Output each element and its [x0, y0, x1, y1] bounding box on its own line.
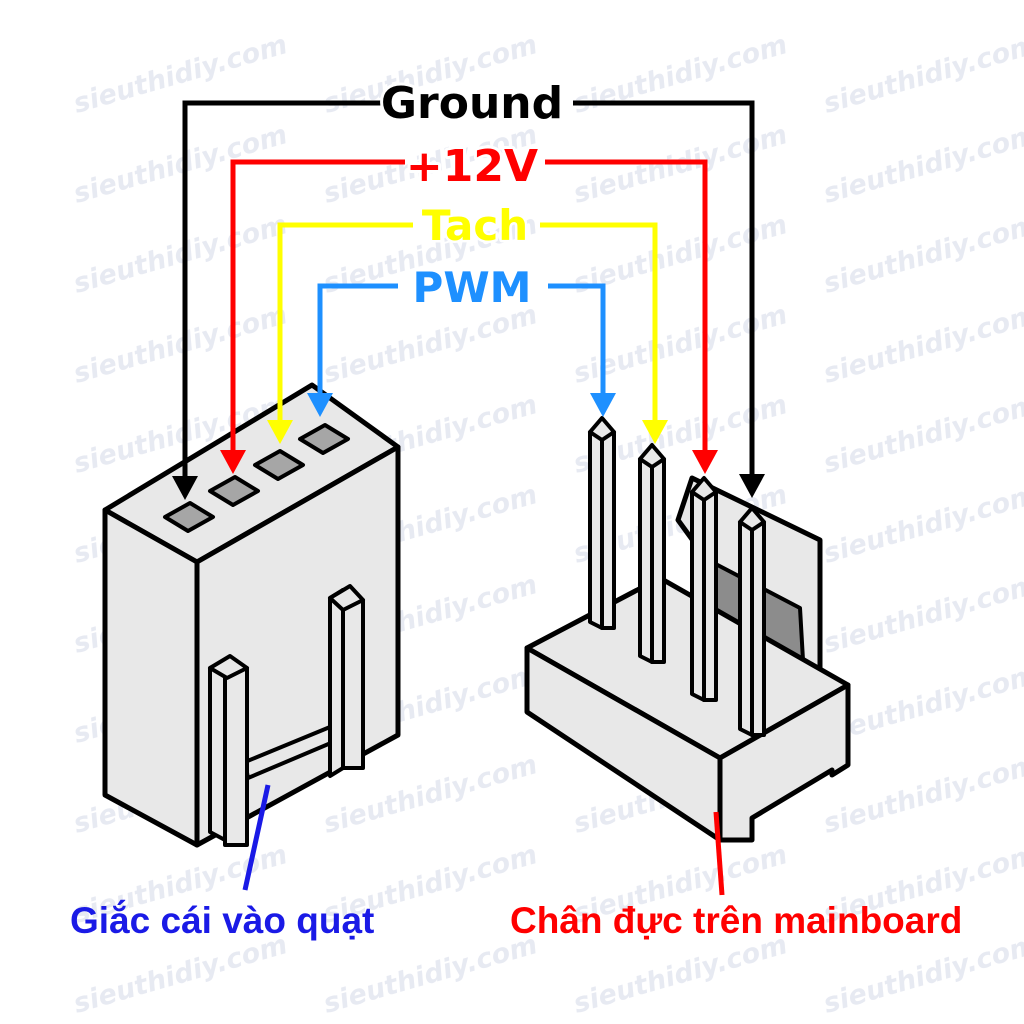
plus12v-arrow-female	[220, 450, 246, 474]
ground-arrow-header	[739, 474, 765, 498]
ground-arrow-female	[172, 476, 198, 500]
signal-label-12v: +12V	[406, 141, 538, 192]
female-latch-post-left-side	[208, 658, 227, 842]
female-pin-hole-2	[208, 475, 260, 507]
female-latch-post-left	[223, 658, 249, 847]
signal-label-pwm: PWM	[413, 263, 532, 312]
tach-arrow-female	[267, 420, 293, 444]
pwm-arrow-female	[307, 393, 333, 417]
header-pin-2	[638, 443, 666, 664]
tach-arrow-header	[642, 420, 668, 444]
caption-male-header: Chân đực trên mainboard	[510, 900, 962, 941]
male-callout-line	[713, 811, 725, 896]
female-latch-post-right-top	[328, 584, 365, 612]
female-pin-hole-1	[163, 501, 215, 533]
signal-label-tach: Tach	[422, 201, 528, 250]
male-header	[524, 416, 851, 843]
female-pin-hole-4	[298, 423, 350, 455]
ground-wire	[172, 100, 765, 500]
header-pin-1	[588, 416, 616, 630]
female-left-face	[102, 507, 200, 848]
female-latch-post-right	[341, 588, 365, 770]
pwm-arrow-header	[590, 393, 616, 417]
caption-female-connector: Giắc cái vào quạt	[70, 899, 374, 941]
female-connector	[102, 382, 401, 848]
header-base-front	[717, 682, 851, 843]
header-pin-4	[738, 506, 766, 737]
female-pin-hole-3	[253, 449, 305, 481]
plus12v-wire	[220, 159, 718, 474]
header-pin-3	[690, 476, 718, 702]
female-latch-post-left-top	[208, 654, 249, 680]
signal-label-ground: Ground	[381, 78, 563, 129]
plus12v-arrow-header	[692, 450, 718, 474]
tach-wire	[267, 222, 668, 444]
pwm-wire	[307, 283, 616, 417]
female-callout-line	[242, 784, 271, 891]
